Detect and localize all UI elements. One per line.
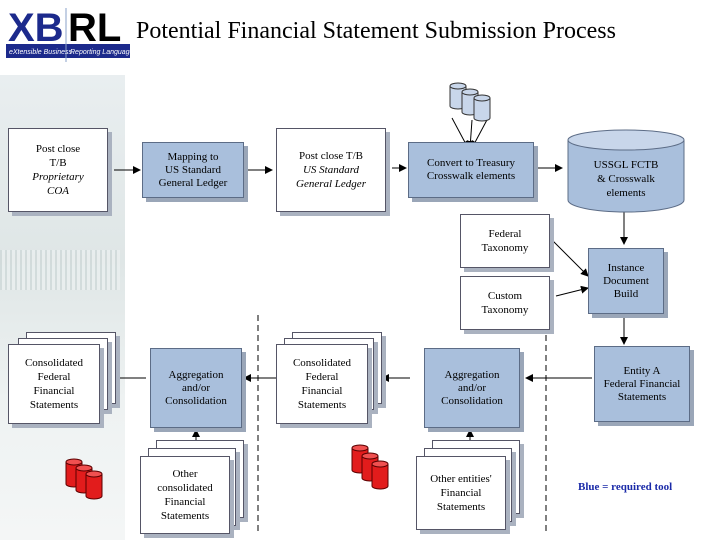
other-entities-doc: Other entities' Financial Statements bbox=[416, 456, 506, 530]
source-databases-icon bbox=[449, 82, 491, 122]
logo-rl: RL bbox=[68, 6, 121, 50]
legend-note: Blue = required tool bbox=[578, 481, 673, 493]
aggregation-left-box: Aggregation and/or Consolidation bbox=[150, 348, 242, 428]
ussgl-database-label: USSGL FCTB & Crosswalk elements bbox=[593, 159, 659, 199]
convert-box: Convert to Treasury Crosswalk elements bbox=[408, 142, 534, 198]
red-databases-right-icon bbox=[351, 444, 389, 490]
page-title: Potential Financial Statement Submission… bbox=[136, 18, 616, 44]
svg-text:eXtensible Business: eXtensible Business bbox=[9, 49, 73, 56]
xbrl-logo: XB RL eXtensible Business Reporting Lang… bbox=[4, 4, 132, 66]
ussgl-database-icon bbox=[567, 129, 685, 213]
post-close-ussgl-doc: Post close T/B US Standard General Ledge… bbox=[276, 128, 386, 212]
aggregation-right-box: Aggregation and/or Consolidation bbox=[424, 348, 520, 428]
federal-taxonomy-doc: Federal Taxonomy bbox=[460, 214, 550, 268]
background-texture-stripes bbox=[0, 250, 120, 290]
svg-text:Reporting Language: Reporting Language bbox=[70, 49, 132, 56]
consolidated-left-doc: Consolidated Federal Financial Statement… bbox=[8, 344, 100, 424]
custom-taxonomy-doc: Custom Taxonomy bbox=[460, 276, 550, 330]
instance-build-box: Instance Document Build bbox=[588, 248, 664, 314]
other-consolidated-doc: Other consolidated Financial Statements bbox=[140, 456, 230, 534]
red-databases-left-icon bbox=[65, 458, 103, 500]
post-close-coa-doc: Post close T/B Proprietary COA bbox=[8, 128, 108, 212]
consolidated-mid-doc: Consolidated Federal Financial Statement… bbox=[276, 344, 368, 424]
mapping-box: Mapping to US Standard General Ledger bbox=[142, 142, 244, 198]
logo-xb: XB bbox=[8, 6, 64, 50]
entity-a-box: Entity A Federal Financial Statements bbox=[594, 346, 690, 422]
